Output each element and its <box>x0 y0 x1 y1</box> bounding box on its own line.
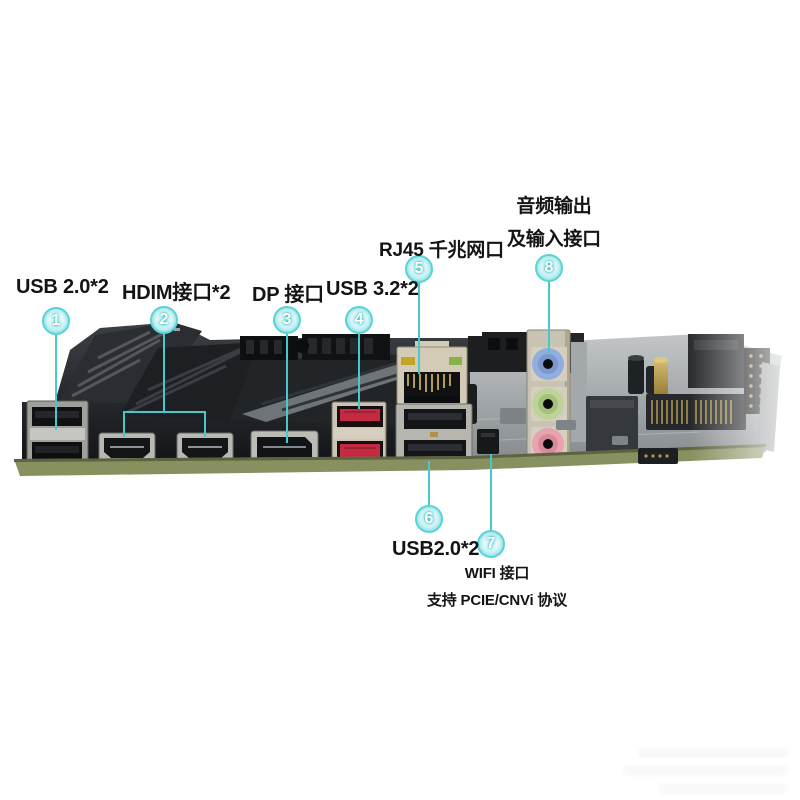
watermark <box>608 740 788 794</box>
callout-2-circle: 2 <box>150 306 178 334</box>
watermark-line <box>658 783 788 794</box>
callout-8-circle: 8 <box>535 254 563 282</box>
label-audio-block: 音频输出 及输入接口 <box>494 191 614 251</box>
callout-5-circle: 5 <box>405 255 433 283</box>
callout-line-3 <box>286 333 288 443</box>
callout-line-2-drop-left <box>123 411 125 437</box>
callout-line-1 <box>55 334 57 430</box>
callout-line-2-stem <box>163 333 165 412</box>
callout-1-circle: 1 <box>42 307 70 335</box>
label-dp: DP 接口 <box>252 284 324 306</box>
label-wifi-block: WIFI 接口 支持 PCIE/CNVi 协议 <box>407 562 587 610</box>
callout-line-5 <box>418 282 420 374</box>
callout-7-circle: 7 <box>477 530 505 558</box>
label-rj45: RJ45 千兆网口 <box>379 240 504 261</box>
watermark-line <box>623 765 788 776</box>
callout-6-circle: 6 <box>415 505 443 533</box>
watermark-line <box>638 747 788 758</box>
label-usb20-top: USB 2.0*2 <box>16 276 109 298</box>
label-hdmi: HDIM接口*2 <box>122 282 231 304</box>
label-audio-line1: 音频输出 <box>516 196 592 217</box>
label-audio-line2: 及输入接口 <box>506 229 601 250</box>
callout-line-6 <box>428 461 430 506</box>
label-wifi-line1: WIFI 接口 <box>464 565 530 582</box>
callout-line-7 <box>490 454 492 531</box>
callout-line-4 <box>358 333 360 409</box>
callout-line-2-bracket <box>123 411 206 413</box>
label-usb20-bottom: USB2.0*2 <box>392 538 480 560</box>
label-wifi-line2: 支持 PCIE/CNVi 协议 <box>426 592 568 609</box>
callout-3-circle: 3 <box>273 306 301 334</box>
callout-line-8 <box>548 281 550 353</box>
label-usb32: USB 3.2*2 <box>326 278 419 300</box>
callout-line-2-drop-right <box>204 411 206 437</box>
callout-4-circle: 4 <box>345 306 373 334</box>
